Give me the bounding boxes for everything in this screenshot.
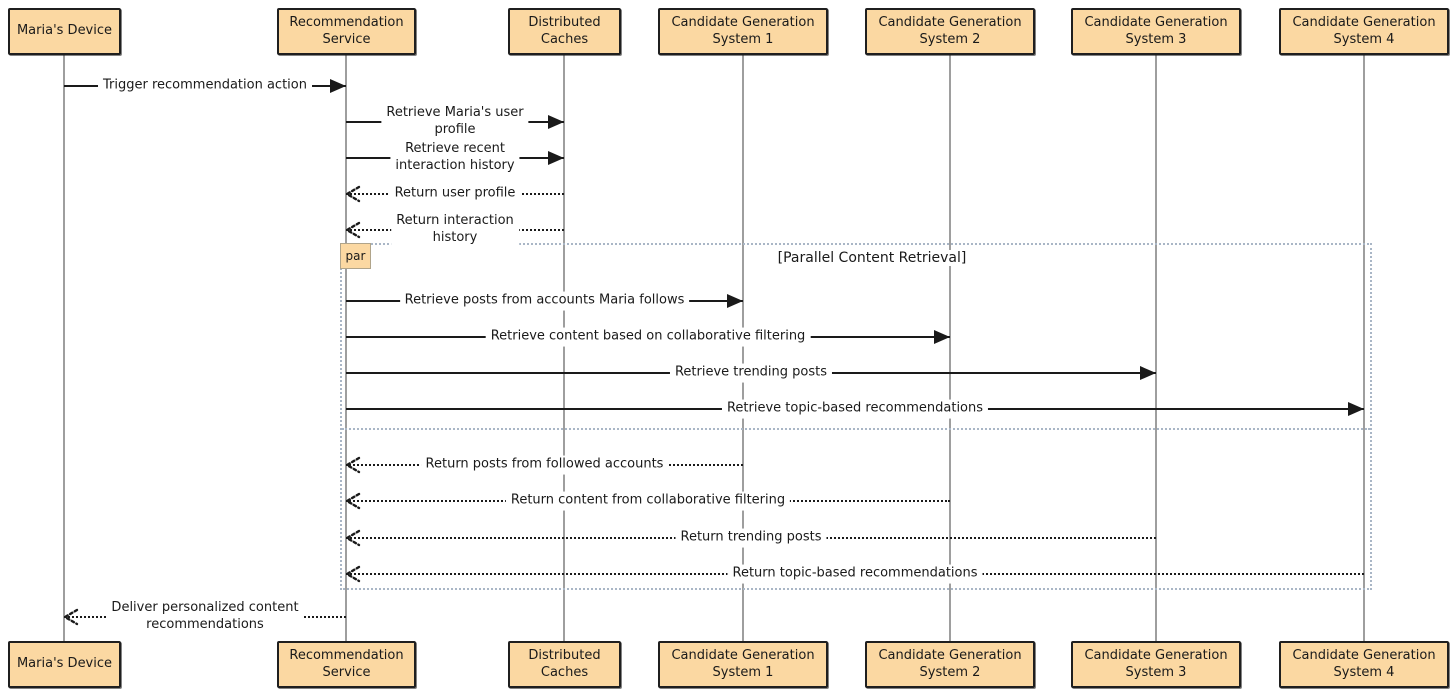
message-label-12: Return topic-based recommendations xyxy=(727,564,983,584)
arrowhead-open-icon xyxy=(344,184,362,204)
arrowhead-filled-icon xyxy=(1140,366,1156,380)
arrowhead-open-icon xyxy=(344,220,362,240)
arrowhead-open-icon xyxy=(344,455,362,475)
message-label-13: Deliver personalized content recommendat… xyxy=(106,599,304,635)
arrowhead-filled-icon xyxy=(727,294,743,308)
lifeline-maria xyxy=(63,55,65,641)
arrowhead-open-icon xyxy=(344,564,362,584)
arrowhead-filled-icon xyxy=(548,151,564,165)
message-label-10: Return content from collaborative filter… xyxy=(505,491,791,511)
lifeline-cgs3 xyxy=(1155,55,1157,641)
lifeline-cgs1 xyxy=(742,55,744,641)
message-label-0: Trigger recommendation action xyxy=(98,76,312,96)
message-label-3: Return user profile xyxy=(389,184,521,204)
message-label-6: Retrieve content based on collaborative … xyxy=(485,327,811,347)
arrowhead-open-icon xyxy=(62,607,80,627)
lifeline-cache xyxy=(563,55,565,641)
arrowhead-filled-icon xyxy=(330,79,346,93)
par-frame xyxy=(340,243,1372,590)
lifeline-cgs2 xyxy=(949,55,951,641)
message-label-8: Retrieve topic-based recommendations xyxy=(721,399,989,419)
par-title: [Parallel Content Retrieval] xyxy=(773,250,971,266)
message-label-11: Return trending posts xyxy=(675,528,827,548)
message-label-4: Return interaction history xyxy=(391,212,519,248)
par-separator xyxy=(342,428,1370,430)
message-label-7: Retrieve trending posts xyxy=(669,363,833,383)
arrowhead-open-icon xyxy=(344,491,362,511)
message-label-5: Retrieve posts from accounts Maria follo… xyxy=(399,291,690,311)
arrowhead-filled-icon xyxy=(1348,402,1364,416)
message-label-2: Retrieve recent interaction history xyxy=(390,140,520,176)
arrowhead-filled-icon xyxy=(548,115,564,129)
message-label-9: Return posts from followed accounts xyxy=(420,455,669,475)
par-label: par xyxy=(340,243,371,269)
lifeline-cgs4 xyxy=(1363,55,1365,641)
arrowhead-filled-icon xyxy=(934,330,950,344)
arrowhead-open-icon xyxy=(344,528,362,548)
lifeline-recsvc xyxy=(345,55,347,641)
message-label-1: Retrieve Maria's user profile xyxy=(381,104,529,140)
